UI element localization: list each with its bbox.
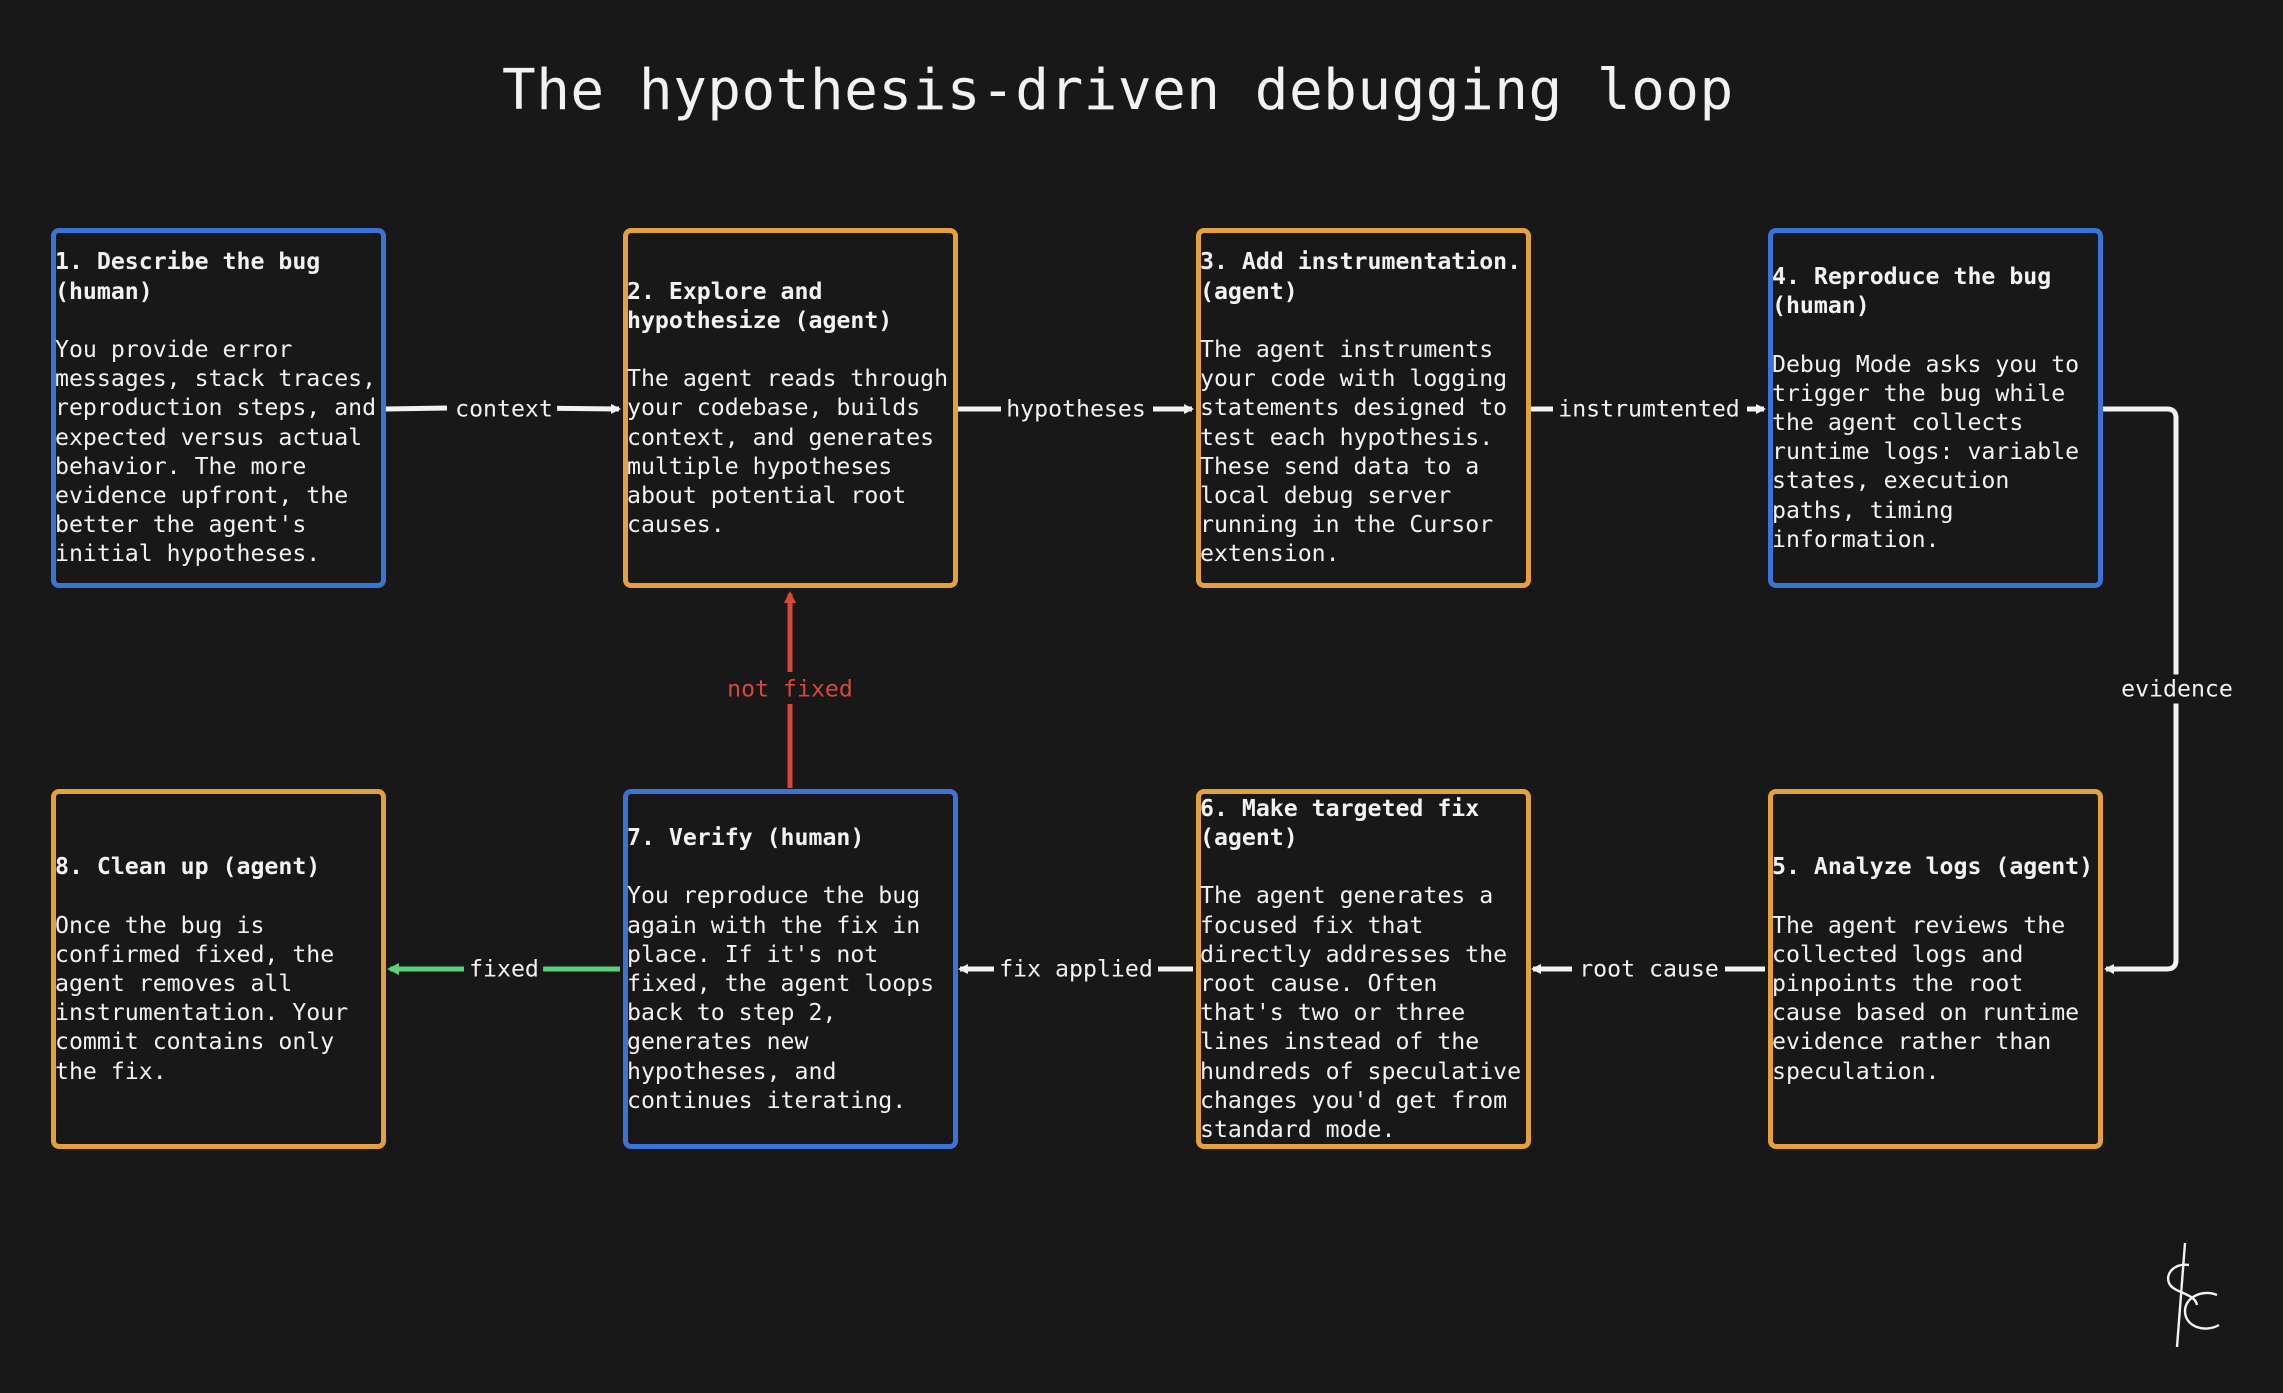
step-4-reproduce-bug: 4. Reproduce the bug (human) Debug Mode … [1768, 228, 2103, 588]
step-body: The agent reviews the collected logs and… [1772, 911, 2080, 1085]
step-body: You provide error messages, stack traces… [55, 335, 377, 568]
step-title: 6. Make targeted fix (agent) [1200, 794, 1480, 851]
step-2-explore-hypothesize: 2. Explore and hypothesize (agent) The a… [623, 228, 958, 588]
step-title: 3. Add instrumentation. (agent) [1200, 248, 1522, 305]
edge-label-not-fixed: not fixed [723, 674, 857, 704]
step-title: 7. Verify (human) [627, 823, 865, 851]
step-7-verify: 7. Verify (human) You reproduce the bug … [623, 789, 958, 1149]
step-6-make-targeted-fix: 6. Make targeted fix (agent) The agent g… [1196, 789, 1531, 1149]
edge-label-hypotheses: hypotheses [1002, 394, 1150, 424]
edge-label-context: context [451, 394, 557, 424]
step-3-add-instrumentation: 3. Add instrumentation. (agent) The agen… [1196, 228, 1531, 588]
diagram-title: The hypothesis-driven debugging loop [502, 58, 1734, 123]
brand-logo-mark [2166, 1242, 2220, 1348]
step-1-describe-bug: 1. Describe the bug (human) You provide … [51, 228, 386, 588]
edge-label-instrumented: instrumtented [1554, 394, 1744, 424]
step-8-clean-up: 8. Clean up (agent) Once the bug is conf… [51, 789, 386, 1149]
edge-label-fix-applied: fix applied [995, 954, 1157, 984]
step-body: You reproduce the bug again with the fix… [627, 882, 935, 1114]
step-title: 4. Reproduce the bug (human) [1772, 262, 2052, 320]
step-title: 8. Clean up (agent) [55, 853, 321, 881]
step-title: 1. Describe the bug (human) [55, 248, 321, 305]
step-body: Debug Mode asks you to trigger the bug w… [1772, 350, 2080, 553]
step-title: 5. Analyze logs (agent) [1772, 853, 2094, 881]
step-title: 2. Explore and hypothesize (agent) [627, 277, 893, 334]
edge-label-fixed: fixed [465, 954, 543, 984]
edge-label-evidence: evidence [2117, 674, 2237, 704]
step-body: The agent instruments your code with log… [1200, 335, 1508, 568]
step-5-analyze-logs: 5. Analyze logs (agent) The agent review… [1768, 789, 2103, 1149]
step-body: The agent generates a focused fix that d… [1200, 882, 1522, 1144]
step-body: The agent reads through your codebase, b… [627, 365, 949, 539]
step-body: Once the bug is confirmed fixed, the age… [55, 911, 349, 1085]
edge-label-root-cause: root cause [1575, 954, 1723, 984]
